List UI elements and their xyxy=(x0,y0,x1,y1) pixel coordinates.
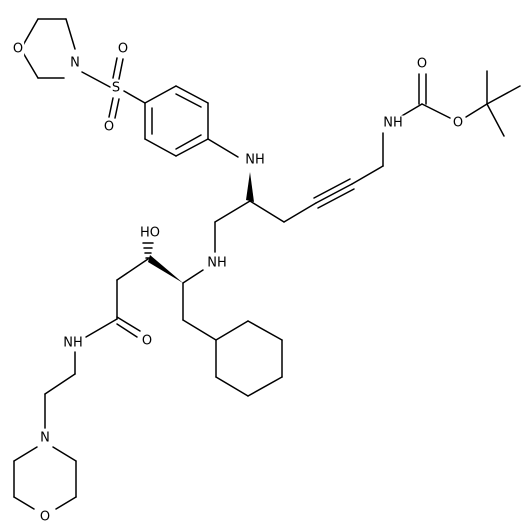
atom-o-ester-boc: O xyxy=(453,116,463,131)
choh-ch2-bond xyxy=(116,258,149,281)
alkyne-ch2-bond xyxy=(351,165,384,185)
atom-o-bottom-morpholine: O xyxy=(40,510,50,525)
bottom-morpholine-ring xyxy=(13,446,77,510)
atom-o-amide: O xyxy=(142,334,152,349)
nh-chiral-bond xyxy=(182,269,204,284)
aryl-nh-bond xyxy=(207,138,239,158)
atom-o-sulfonyl-down: O xyxy=(104,120,114,135)
propargyl-alkyne-bond xyxy=(283,202,317,223)
wedge-bond-1 xyxy=(246,172,254,202)
wedge-bond-3 xyxy=(148,255,183,283)
amide-carbonyl-1 xyxy=(116,316,141,332)
sulfonyl-double-bonds xyxy=(108,57,124,119)
hashed-bond-ho xyxy=(142,242,154,259)
atom-n-bottom-morpholine: N xyxy=(40,431,50,446)
ch-ch2-bond xyxy=(214,200,251,223)
atom-ho: HO xyxy=(140,226,160,241)
atom-o-carbonyl-boc: O xyxy=(417,57,427,72)
amide-c-nh-bond xyxy=(85,318,118,338)
benzene-ring xyxy=(144,85,209,157)
atom-n-top-morpholine: N xyxy=(70,56,80,71)
ch-propargyl-bond xyxy=(249,200,285,223)
atom-o-top-morpholine: O xyxy=(13,42,23,57)
ethyl-bond xyxy=(44,373,76,395)
amide-carbonyl-2 xyxy=(116,323,138,338)
n-s-bond xyxy=(81,71,111,88)
atom-nh-amide: NH xyxy=(63,336,83,351)
atom-o-sulfonyl-up: O xyxy=(118,42,128,57)
atom-s-sulfonyl: S xyxy=(112,81,120,96)
ch2-cyclohexyl-bond xyxy=(182,319,217,341)
alkyne-triple-bond xyxy=(313,178,355,209)
atom-labels: O N S O O NH NH O O HO NH O NH N O xyxy=(11,41,465,525)
top-morpholine-ring xyxy=(21,18,76,79)
atom-nh-amine: NH xyxy=(207,256,227,271)
boc-group xyxy=(399,70,521,137)
atom-nh-carbamate: NH xyxy=(383,116,403,131)
atom-nh-aniline: NH xyxy=(245,153,265,168)
cyclohexane-ring xyxy=(215,320,283,397)
s-aryl-bond xyxy=(123,90,146,104)
